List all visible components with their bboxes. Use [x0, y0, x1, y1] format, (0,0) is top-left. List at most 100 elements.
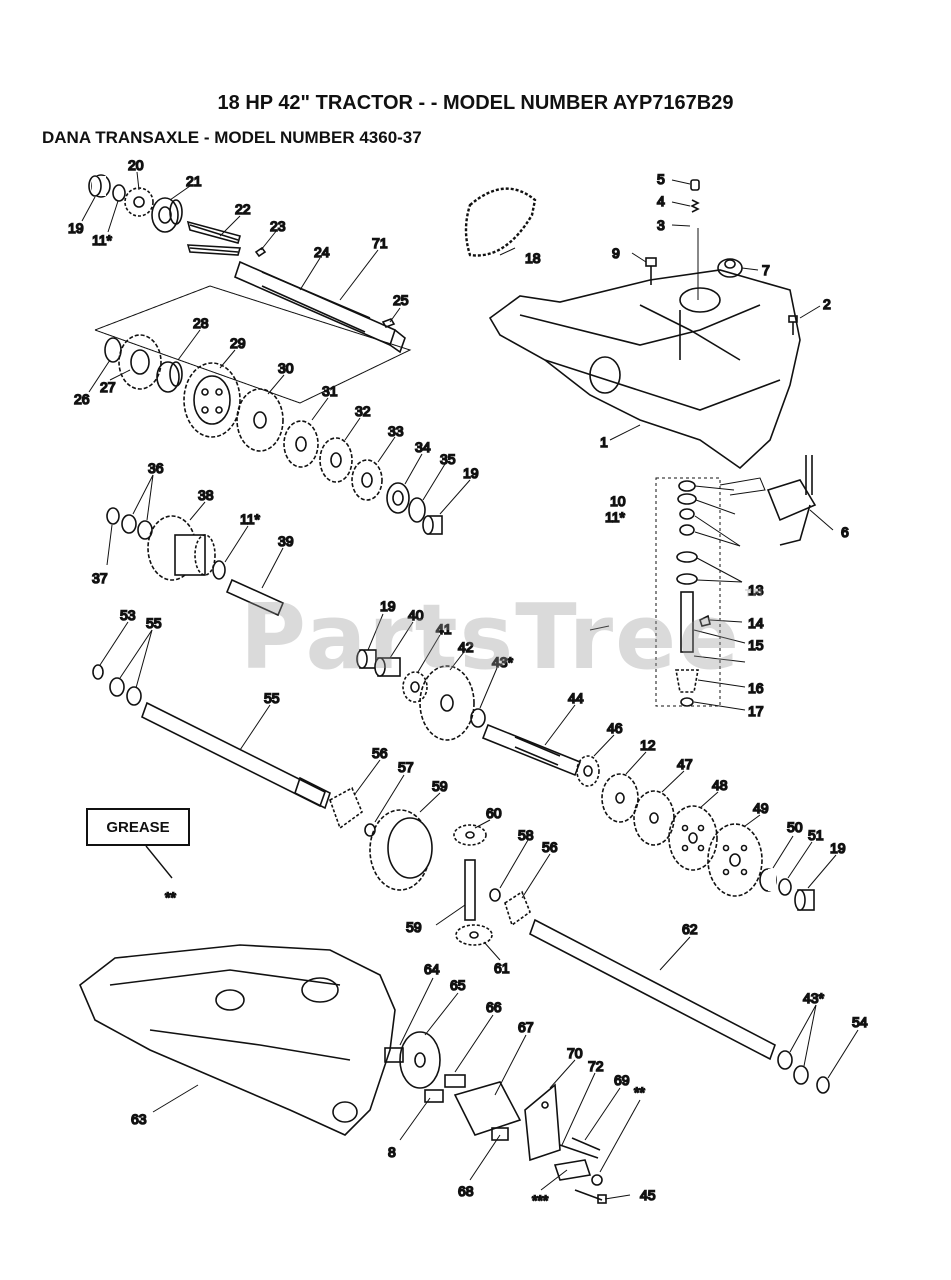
callout-55-left: 56 [372, 745, 388, 761]
callout-43-center: 43* [492, 654, 514, 670]
callout-22: 22 [235, 201, 251, 217]
part-2-bolt [788, 315, 798, 335]
callout-25: 25 [393, 292, 409, 308]
part-62-block [384, 1047, 404, 1063]
callout-labels: 19 11* 20 21 22 23 24 71 25 26 27 28 29 … [67, 156, 868, 1209]
part-11-washer-mid [212, 560, 226, 580]
callout-64: 66 [486, 999, 502, 1015]
part-bearing-double-star [679, 508, 695, 536]
part-53-washer-b [126, 686, 142, 706]
grease-leader [145, 845, 173, 879]
callout-5: 5 [657, 171, 665, 187]
part-8-block [424, 1089, 444, 1103]
callout-72: ** [165, 889, 176, 905]
callout-10: 10 [610, 493, 626, 509]
grease-label: GREASE [106, 818, 170, 836]
part-55-bevel-gear-left [329, 786, 363, 830]
callout-28: 28 [193, 315, 209, 331]
callout-55-right: 56 [542, 839, 558, 855]
part-14-key [699, 614, 711, 627]
part-43-washer-a [777, 1050, 793, 1070]
part-43-washer-center [470, 708, 486, 728]
grease-box: GREASE [86, 808, 190, 846]
part-61-lower-housing [79, 944, 396, 1136]
part-12-gear [601, 773, 639, 823]
part-11-washer-top [112, 184, 126, 202]
part-70-bracket [553, 1159, 592, 1181]
callout-40: 40 [408, 607, 424, 623]
part-65-bracket [453, 1081, 522, 1136]
part-13-washer-a [676, 551, 698, 563]
callout-26: 26 [74, 391, 90, 407]
part-35-washer [408, 497, 426, 523]
part-37-washer [106, 507, 120, 525]
callout-15: 15 [748, 637, 764, 653]
part-17-ring [680, 697, 694, 707]
part-19-bushing-top [88, 174, 111, 198]
callout-41: 41 [436, 621, 452, 637]
part-68-plate [524, 1083, 561, 1162]
callout-54: 55 [264, 690, 280, 706]
part-52-ring-right [816, 1076, 830, 1094]
callout-12: 12 [640, 737, 656, 753]
callout-71: ** [634, 1084, 645, 1100]
part-19-bushing-right [794, 889, 815, 911]
callout-63: 65 [450, 977, 466, 993]
callout-37: 37 [92, 570, 108, 586]
callout-7: 7 [762, 262, 770, 278]
part-59-bevel-bottom [455, 924, 493, 946]
part-1-upper-housing [488, 269, 801, 470]
callout-8: 8 [388, 1144, 396, 1160]
callout-46: 46 [607, 720, 623, 736]
callout-24: 24 [314, 244, 330, 260]
leader-lines [81, 171, 859, 1200]
part-54-axle-left [141, 701, 331, 810]
callout-19-mid: 19 [463, 465, 479, 481]
part-31-gear [283, 420, 319, 468]
part-10-ring [678, 480, 696, 492]
part-57-differential [369, 809, 433, 891]
part-19-bushing-mid [422, 515, 443, 535]
callout-27: 27 [100, 379, 116, 395]
callout-61: 63 [131, 1111, 147, 1127]
callout-49: 49 [753, 800, 769, 816]
assembly-outline-top [94, 285, 412, 404]
part-28-bearing [156, 361, 183, 393]
callout-23: 23 [270, 218, 286, 234]
part-18-chain [464, 187, 537, 257]
callout-21: 21 [186, 173, 202, 189]
callout-50: 50 [787, 819, 803, 835]
callout-58: 59 [406, 919, 422, 935]
callout-42: 42 [458, 639, 474, 655]
callout-56-right: 58 [518, 827, 534, 843]
callout-29: 29 [230, 335, 246, 351]
watermark-logo: PartsTree™ [240, 585, 769, 690]
callout-17: 17 [748, 703, 764, 719]
callout-11: 11* [92, 232, 113, 248]
part-22-keys [186, 220, 242, 256]
callout-16: 16 [748, 680, 764, 696]
part-49-gear [707, 823, 763, 897]
callout-6: 6 [841, 524, 849, 540]
callout-19-right: 19 [830, 840, 846, 856]
part-53-washer-a [109, 677, 125, 697]
callout-60: 62 [682, 921, 698, 937]
watermark-trademark: ™ [741, 585, 770, 615]
callout-47: 47 [677, 756, 693, 772]
part-52-ring-left [92, 664, 104, 680]
callout-11-right: 11* [605, 509, 626, 525]
callout-66: 68 [458, 1183, 474, 1199]
part-66-block [491, 1127, 509, 1141]
part-60-axle-right [529, 918, 776, 1061]
part-36-washer-b [137, 520, 153, 540]
callout-51: 51 [808, 827, 824, 843]
part-44-shaft [481, 723, 582, 777]
part-46-gear [576, 755, 600, 787]
callout-53: 55 [146, 615, 162, 631]
callout-1: 1 [600, 434, 608, 450]
part-63-plate [399, 1031, 441, 1089]
part-4-spring [690, 199, 700, 213]
part-6-shift-arm [766, 455, 817, 546]
part-50-bearing [759, 868, 777, 892]
callout-34: 34 [415, 439, 431, 455]
